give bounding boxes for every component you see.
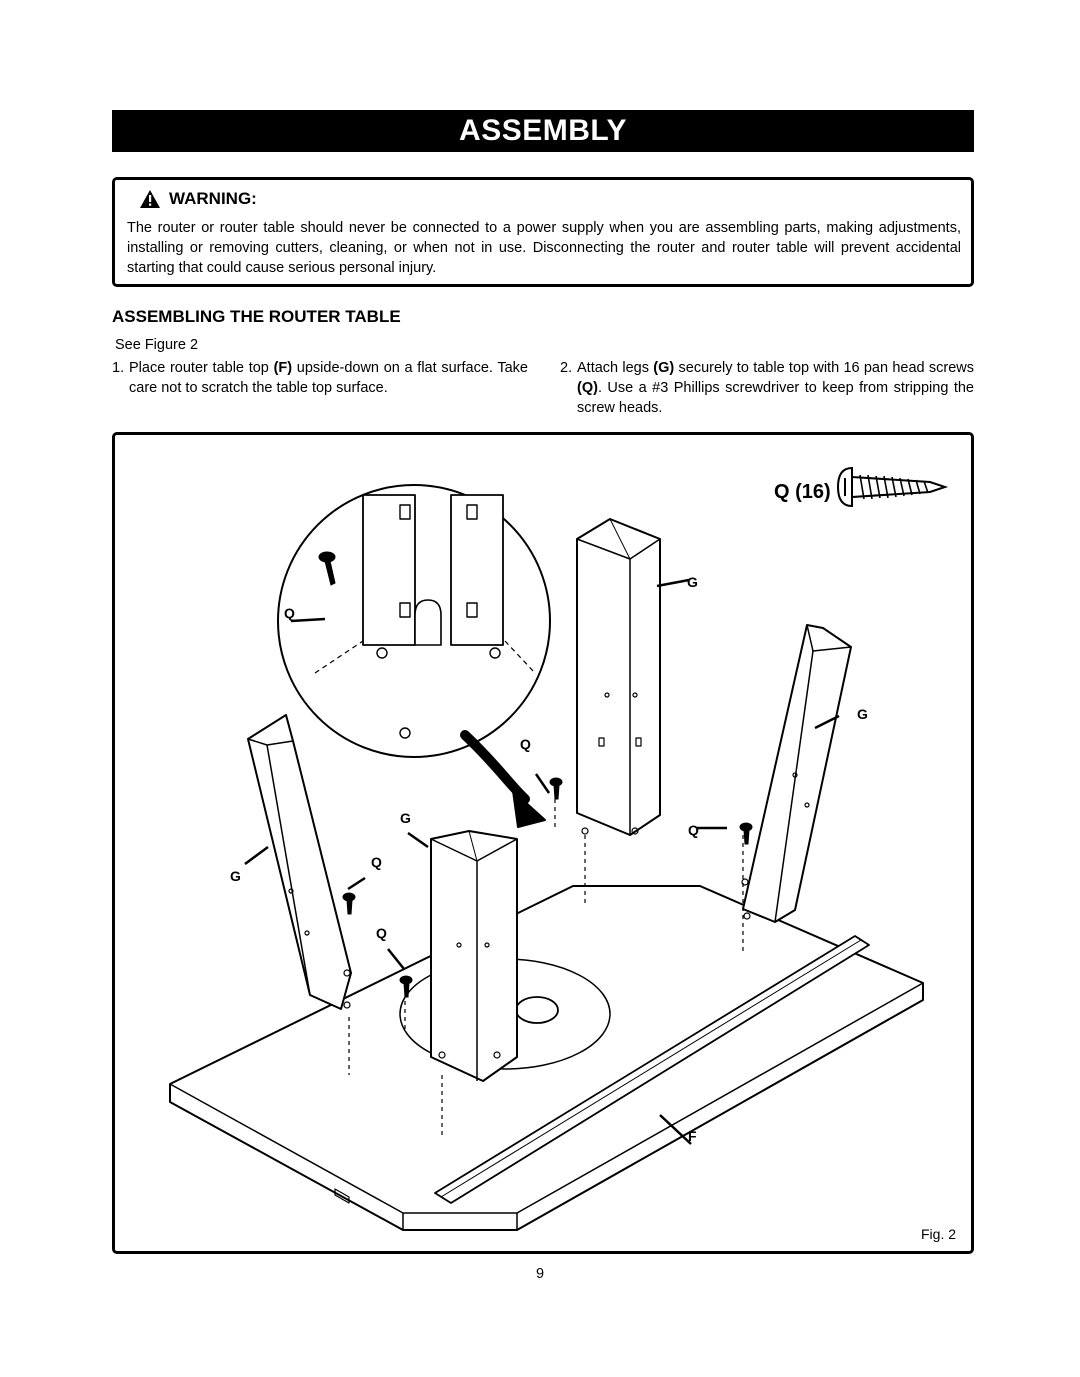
step-text-part: upside-down on a flat surface. Take care…	[129, 360, 528, 396]
page-number: 9	[535, 1266, 545, 1282]
step-text-part: Attach legs	[577, 360, 654, 376]
callout-q: Q	[520, 736, 531, 752]
step-number: 1.	[112, 360, 125, 376]
pan-head-screw-icon	[836, 466, 949, 508]
detail-magnifier	[277, 484, 551, 758]
step-text-part: Place router table top	[129, 360, 274, 376]
see-figure-reference: See Figure 2	[115, 337, 199, 353]
step-text-part: securely to table top with 16 pan head s…	[674, 360, 975, 376]
step-part-reference: (F)	[273, 360, 293, 376]
callout-g: G	[857, 706, 868, 722]
screw-quantity-label: Q (16)	[774, 481, 831, 503]
step-2: 2. Attach legs (G) securely to table top…	[560, 358, 974, 418]
step-number: 2.	[560, 360, 573, 376]
leg-illustration	[430, 830, 518, 1082]
step-part-reference: (G)	[653, 360, 675, 376]
leg-illustration	[247, 714, 352, 1010]
section-header: ASSEMBLY	[112, 110, 974, 152]
section-title: ASSEMBLING THE ROUTER TABLE	[112, 307, 401, 326]
callout-g: G	[687, 574, 698, 590]
callout-f: F	[688, 1128, 697, 1144]
step-text: Place router table top (F) upside-down o…	[129, 358, 528, 398]
callout-g: G	[230, 868, 241, 884]
callout-q: Q	[284, 605, 295, 621]
callout-q: Q	[688, 822, 699, 838]
step-text-part: . Use a #3 Phillips screwdriver to keep …	[577, 380, 974, 416]
assembly-diagram: Q (16) Q G G Q G Q Q G Q F Fig. 2	[169, 466, 956, 1242]
warning-box: WARNING: The router or router table shou…	[112, 177, 974, 287]
callout-q: Q	[371, 854, 382, 870]
step-1: 1. Place router table top (F) upside-dow…	[112, 358, 528, 398]
table-top-illustration	[169, 885, 924, 1231]
warning-title: WARNING:	[169, 189, 257, 208]
callout-q: Q	[376, 925, 387, 941]
warning-header: WARNING:	[139, 186, 257, 212]
screw-icon	[739, 822, 753, 845]
figure-2: Q (16) Q G G Q G Q Q G Q F Fig. 2	[112, 432, 974, 1254]
step-part-reference: (Q)	[577, 380, 598, 396]
screw-icon	[549, 777, 563, 800]
screw-icon	[342, 892, 356, 915]
callout-g: G	[400, 810, 411, 826]
warning-triangle-icon	[139, 189, 161, 209]
leg-illustration	[576, 518, 661, 836]
figure-caption: Fig. 2	[921, 1226, 956, 1242]
warning-text: The router or router table should never …	[127, 220, 961, 276]
screw-icon	[318, 551, 336, 586]
leg-illustration	[741, 624, 852, 923]
screw-icon	[399, 975, 413, 998]
step-text: Attach legs (G) securely to table top wi…	[577, 358, 974, 418]
